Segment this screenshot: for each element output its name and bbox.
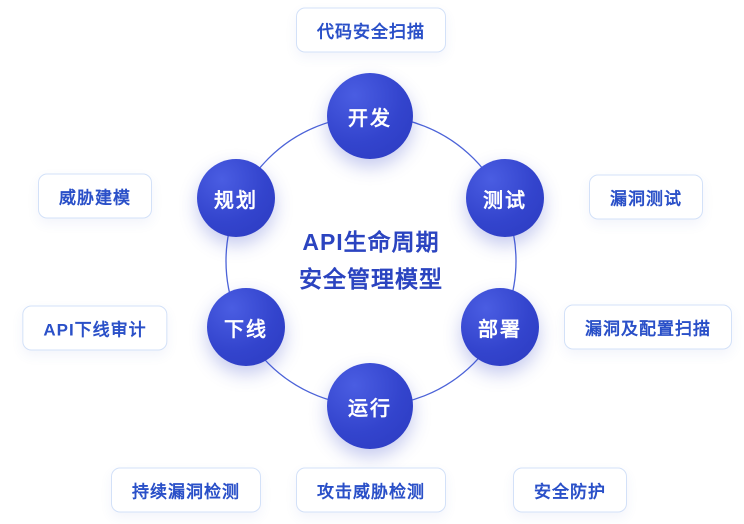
badge-threat-modeling: 威胁建模 (38, 173, 152, 219)
badge-vuln-and-config-scan: 漏洞及配置扫描 (564, 304, 732, 350)
badge-vulnerability-test-label: 漏洞测试 (610, 189, 682, 209)
node-deploy-label: 部署 (478, 318, 522, 341)
badge-code-security-scan: 代码安全扫描 (296, 7, 446, 53)
badge-security-protection: 安全防护 (513, 467, 627, 513)
node-develop-label: 开发 (348, 107, 392, 130)
badge-api-offline-audit-label: API下线审计 (43, 320, 147, 340)
diagram-title: API生命周期 安全管理模型 (299, 224, 443, 298)
diagram-title-line1: API生命周期 (302, 229, 440, 255)
badge-vuln-and-config-scan-label: 漏洞及配置扫描 (585, 319, 711, 339)
badge-security-protection-label: 安全防护 (534, 482, 606, 502)
badge-continuous-vuln-detect: 持续漏洞检测 (111, 467, 261, 513)
badge-api-offline-audit: API下线审计 (22, 305, 168, 351)
badge-code-security-scan-label: 代码安全扫描 (317, 22, 425, 42)
node-test: 测试 (466, 159, 544, 237)
node-offline: 下线 (207, 288, 285, 366)
node-deploy: 部署 (461, 288, 539, 366)
badge-attack-threat-detect: 攻击威胁检测 (296, 467, 446, 513)
badge-vulnerability-test: 漏洞测试 (589, 174, 703, 220)
node-offline-label: 下线 (224, 318, 268, 341)
node-plan-label: 规划 (214, 189, 258, 212)
node-develop: 开发 (327, 73, 413, 159)
badge-attack-threat-detect-label: 攻击威胁检测 (317, 482, 425, 502)
badge-threat-modeling-label: 威胁建模 (59, 188, 131, 208)
diagram-title-line2: 安全管理模型 (299, 266, 443, 292)
badge-continuous-vuln-detect-label: 持续漏洞检测 (132, 482, 240, 502)
node-plan: 规划 (197, 159, 275, 237)
node-test-label: 测试 (483, 189, 527, 212)
node-run: 运行 (327, 363, 413, 449)
node-run-label: 运行 (348, 397, 392, 420)
